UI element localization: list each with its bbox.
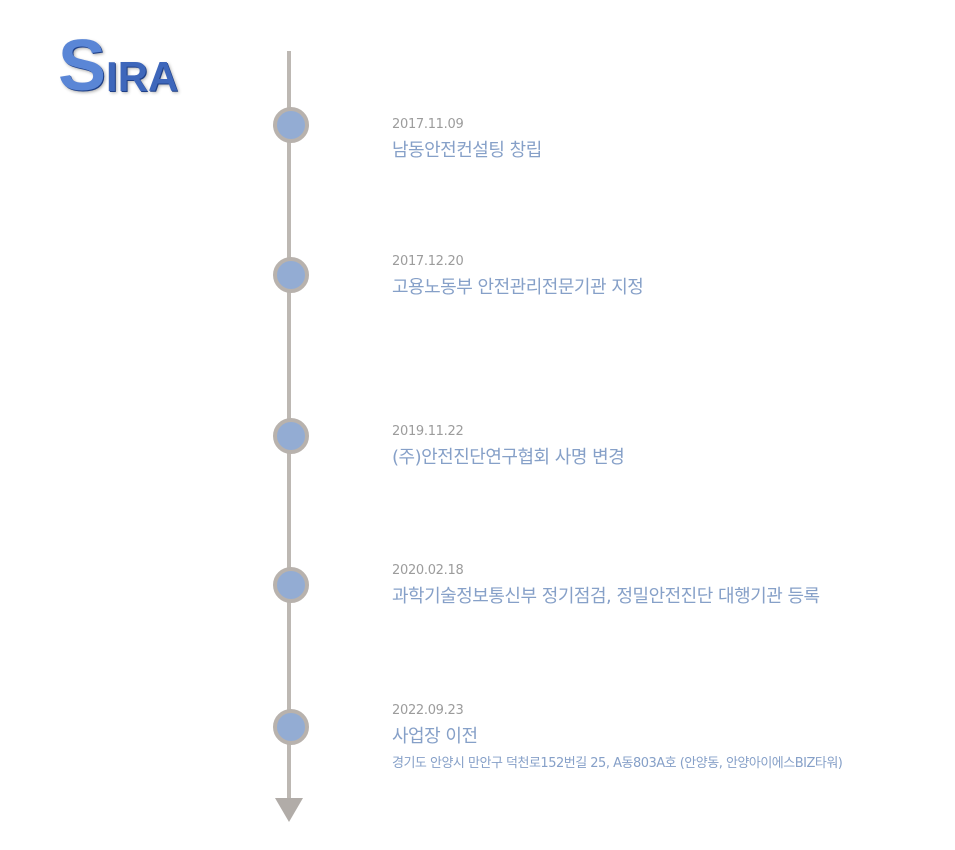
entry-title: 사업장 이전 (392, 726, 478, 747)
entry-date: 2017.11.09 (392, 117, 464, 132)
entry-title: 남동안전컨설팅 창립 (392, 140, 542, 161)
entry-title: 고용노동부 안전관리전문기관 지정 (392, 277, 644, 298)
logo-first-letter: S (58, 26, 106, 106)
entry-date: 2020.02.18 (392, 563, 464, 578)
timeline-dot (273, 567, 309, 603)
timeline-entry: 2019.11.22 (주)안전진단연구협회 사명 변경 (392, 424, 952, 470)
timeline-dot (273, 257, 309, 293)
entry-date: 2019.11.22 (392, 424, 464, 439)
entry-date: 2017.12.20 (392, 254, 464, 269)
timeline-arrow-down-icon (275, 798, 303, 822)
timeline-entry: 2017.12.20 고용노동부 안전관리전문기관 지정 (392, 254, 952, 300)
entry-title: 과학기술정보통신부 정기점검, 정밀안전진단 대행기관 등록 (392, 586, 820, 607)
sira-logo: S IRA (58, 30, 178, 102)
entry-date: 2022.09.23 (392, 703, 464, 718)
timeline-entry: 2020.02.18 과학기술정보통신부 정기점검, 정밀안전진단 대행기관 등… (392, 563, 952, 609)
entry-title: (주)안전진단연구협회 사명 변경 (392, 447, 625, 468)
timeline-dot (273, 418, 309, 454)
timeline-entry: 2022.09.23 사업장 이전 경기도 안양시 만안구 덕천로152번길 2… (392, 703, 952, 773)
timeline-entry: 2017.11.09 남동안전컨설팅 창립 (392, 117, 952, 163)
timeline-dot (273, 107, 309, 143)
entry-address: 경기도 안양시 만안구 덕천로152번길 25, A동803A호 (안양동, 안… (392, 756, 843, 771)
timeline-dot (273, 709, 309, 745)
logo-rest-letters: IRA (106, 53, 179, 100)
